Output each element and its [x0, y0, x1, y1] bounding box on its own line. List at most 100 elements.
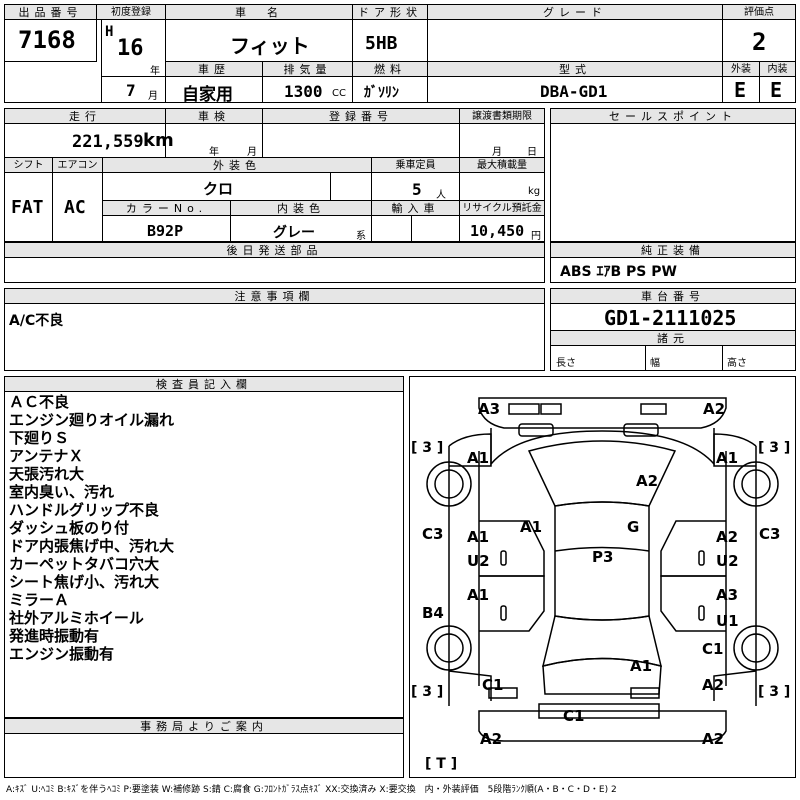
front-fender-left	[448, 433, 492, 467]
car-name: フィット	[230, 34, 310, 58]
remark-line: シート焦げ小、汚れ大	[9, 573, 160, 591]
taillight-right	[630, 687, 660, 699]
remark-line: エンジン振動有	[9, 645, 115, 663]
headlight-left	[518, 423, 554, 437]
car-name-label: 車 名	[166, 5, 352, 20]
transfer-label: 譲渡書類期限	[460, 109, 544, 124]
transfer-month: 月	[492, 147, 502, 158]
model-label: 型式	[428, 62, 722, 77]
tire-tread-mark: [ T ]	[425, 756, 458, 772]
sales-point-block	[550, 108, 796, 242]
damage-mark: A1	[467, 528, 490, 546]
lot-number: 7168	[18, 26, 76, 54]
ext-color-label: 外装色	[103, 158, 371, 173]
damage-mark: A2	[702, 676, 725, 694]
shift-value: FAT	[11, 197, 44, 218]
front-fender-right	[713, 433, 757, 467]
int-grade: E	[770, 78, 783, 102]
remark-line: 下廻りＳ	[9, 429, 70, 447]
damage-mark: A1	[467, 449, 490, 467]
damage-mark: A2	[636, 472, 659, 490]
model-value: DBA-GD1	[540, 82, 608, 101]
office-block	[4, 718, 404, 778]
int-color-value: グレー	[273, 225, 315, 241]
damage-mark: A2	[703, 400, 726, 418]
transfer-day: 日	[527, 147, 537, 158]
capacity-value: 5	[412, 180, 422, 199]
damage-mark: U2	[716, 552, 739, 570]
rear-hatch-outline	[542, 657, 662, 695]
remark-line: ミラーＡ	[9, 591, 70, 609]
notes-value: A/C不良	[9, 313, 64, 329]
ext-color-value: クロ	[203, 180, 234, 198]
inspection-year-unit: 年	[209, 147, 219, 158]
int-grade-label: 内装	[760, 62, 795, 77]
remark-line: ダッシュ板のり付	[9, 519, 130, 537]
damage-mark: A2	[702, 730, 725, 748]
chassis-block	[550, 288, 796, 371]
int-color-suffix: 系	[356, 231, 366, 242]
score-label: 評価点	[723, 5, 795, 20]
mileage-unit: km	[143, 130, 174, 151]
capacity-unit: 人	[436, 190, 446, 201]
ac-value: AC	[64, 197, 86, 218]
specs-label: 諸元	[551, 331, 795, 346]
taillight-left	[488, 687, 518, 699]
damage-mark: B4	[422, 604, 444, 622]
wheel-front-left	[426, 461, 472, 507]
inspector-label: 検査員記入欄	[5, 377, 403, 392]
hood-outline	[490, 428, 715, 467]
door-label: ドア形状	[353, 5, 427, 20]
chassis-number: GD1-2111025	[604, 306, 737, 330]
front-grille-mid	[540, 403, 562, 415]
mileage-value: 221,559	[72, 132, 144, 152]
damage-mark: G	[627, 518, 640, 536]
door-type: 5HB	[365, 33, 398, 54]
history-label: 車歴	[166, 62, 262, 77]
regno-label: 登録番号	[263, 109, 459, 124]
genuine-equip-block	[550, 242, 796, 283]
era: H	[105, 24, 114, 40]
width-label: 幅	[650, 358, 660, 369]
remark-line: ＡＣ不良	[9, 393, 70, 411]
car-diagram-panel	[409, 376, 796, 778]
rear-plate-area	[538, 703, 660, 719]
reg-month: 7	[126, 81, 136, 100]
ext-grade: E	[734, 78, 747, 102]
body-inner-lines	[478, 451, 727, 686]
remark-line: ハンドルグリップ不良	[9, 501, 160, 519]
color-no-value: B92P	[147, 222, 184, 240]
rear-door-left	[479, 575, 545, 632]
damage-mark: P3	[592, 548, 614, 566]
header-block	[4, 4, 796, 103]
load-unit: kg	[528, 186, 541, 197]
rear-fender-right	[713, 670, 757, 701]
remark-line: アンテナＸ	[9, 447, 84, 465]
fuel-label: 燃料	[353, 62, 427, 77]
front-bumper-outline	[478, 397, 727, 429]
remark-line: 室内臭い、汚れ	[9, 483, 115, 501]
score-value: 2	[752, 28, 767, 56]
first-reg-label: 初度登録	[97, 5, 165, 20]
rear-fender-left	[448, 670, 492, 701]
tire-tread-mark: [ 3 ]	[411, 684, 444, 700]
genuine-equip-value: ABS ｴｱB PS PW	[560, 264, 677, 280]
displacement-label: 排気量	[263, 62, 352, 77]
tire-tread-mark: [ 3 ]	[411, 440, 444, 456]
length-label: 長さ	[556, 358, 576, 369]
remark-line: カーペットタバコ穴大	[9, 555, 160, 573]
recycle-unit: 円	[531, 231, 541, 242]
later-parts-block	[4, 242, 545, 283]
damage-mark: A1	[630, 657, 653, 675]
inspection-month-unit: 月	[247, 147, 257, 158]
wheel-front-right	[733, 461, 779, 507]
fuel-value: ｶﾞｿﾘﾝ	[364, 85, 399, 101]
lot-label: 出品番号	[5, 5, 96, 20]
inspection-label: 車検	[166, 109, 262, 124]
reg-year: 16	[117, 36, 144, 61]
damage-mark: C1	[482, 676, 504, 694]
damage-mark: A3	[716, 586, 739, 604]
history-value: 自家用	[182, 85, 233, 105]
year-unit: 年	[150, 66, 160, 77]
